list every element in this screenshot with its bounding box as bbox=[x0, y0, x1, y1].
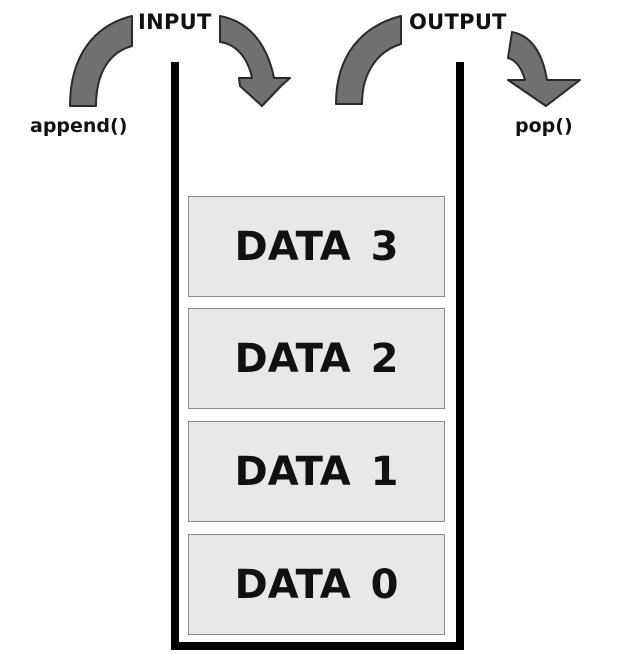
input-label: INPUT bbox=[138, 10, 212, 34]
stack-item-data-3: DATA 3 bbox=[188, 196, 445, 297]
input-curved-arrow-left bbox=[69, 15, 133, 107]
stack-item-data-2: DATA 2 bbox=[188, 308, 445, 409]
input-curved-arrow-right bbox=[219, 15, 291, 107]
stack-bottom-wall bbox=[171, 642, 464, 650]
output-curved-arrow-right bbox=[507, 31, 581, 107]
append-label: append() bbox=[30, 115, 128, 137]
stack-right-wall bbox=[456, 62, 464, 650]
stack-left-wall bbox=[171, 62, 179, 650]
pop-label: pop() bbox=[515, 115, 573, 137]
output-curved-arrow-left bbox=[335, 15, 402, 105]
output-label: OUTPUT bbox=[409, 10, 507, 34]
stack-item-data-1: DATA 1 bbox=[188, 421, 445, 522]
stack-item-data-0: DATA 0 bbox=[188, 534, 445, 635]
